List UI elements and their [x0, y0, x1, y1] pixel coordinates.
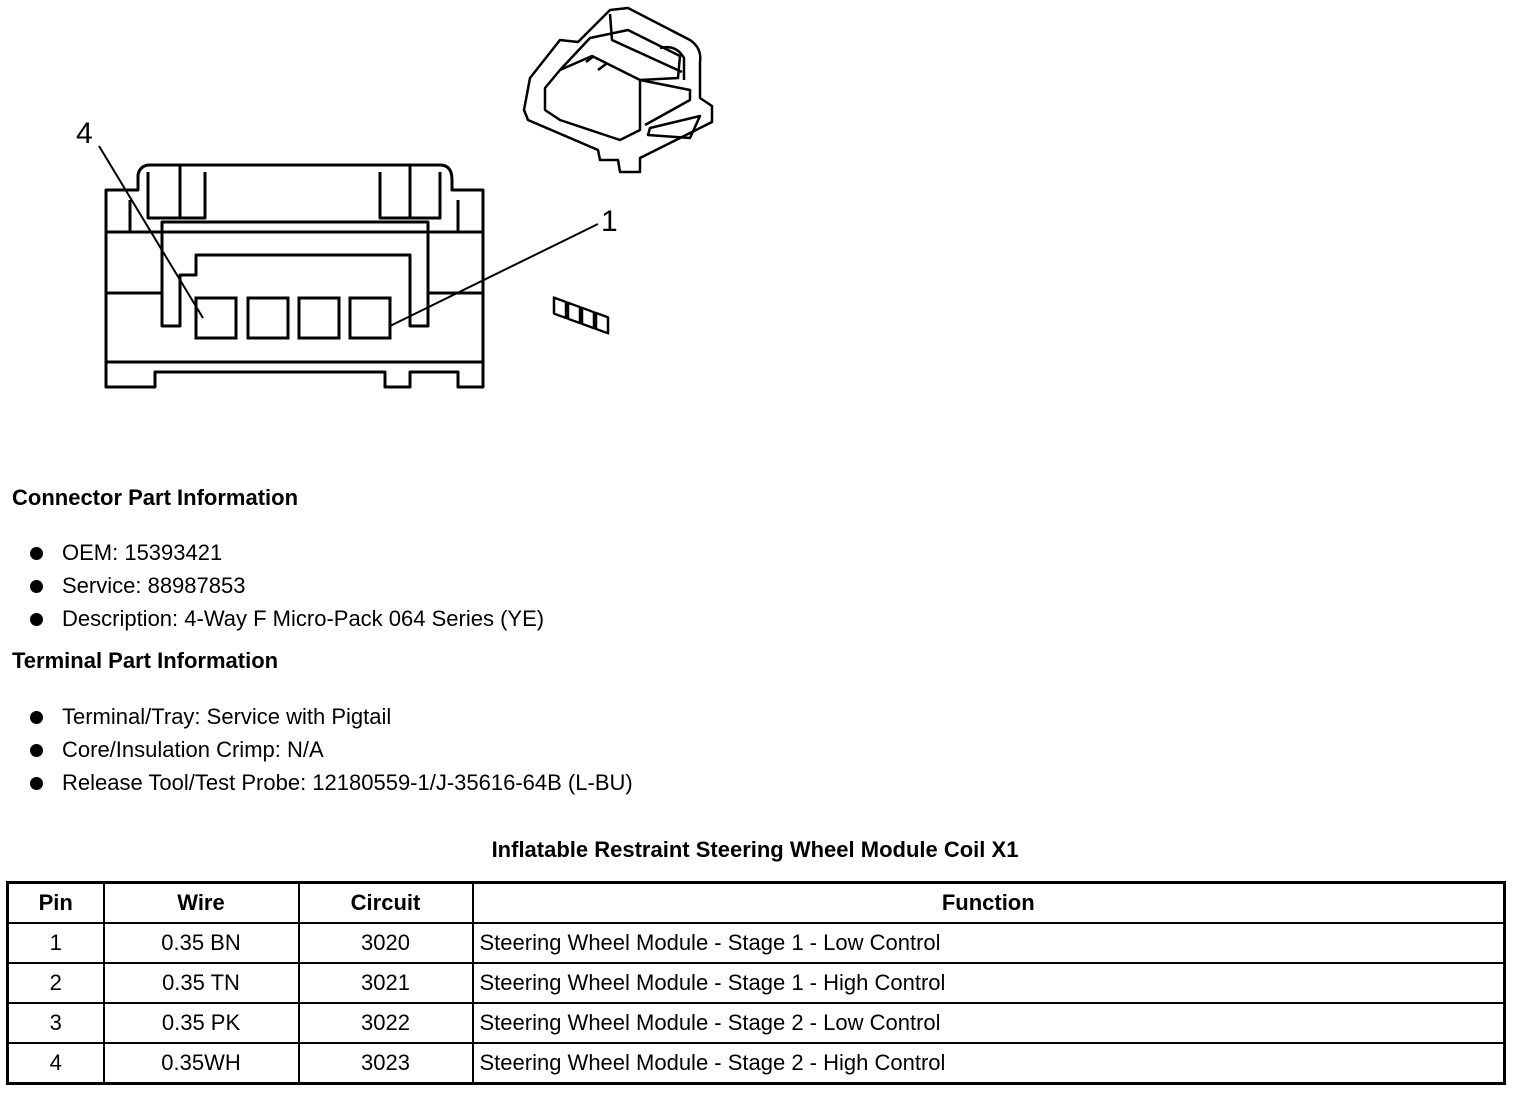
pin-cell: 4	[6, 1042, 105, 1085]
release-tool-test-probe: Release Tool/Test Probe: 12180559-1/J-35…	[62, 770, 633, 795]
column-header-wire: Wire	[102, 881, 300, 924]
circuit-cell: 3020	[297, 922, 474, 964]
leader-line-pin-1	[389, 223, 599, 327]
callout-pin-4: 4	[76, 117, 93, 150]
connector-part-info-heading: Connector Part Information	[12, 485, 299, 510]
function-cell: Steering Wheel Module - Stage 1 - Low Co…	[471, 922, 1506, 964]
bullet-icon	[30, 744, 43, 757]
bullet-icon	[30, 613, 43, 626]
pin-cell: 1	[6, 922, 105, 964]
function-cell: Steering Wheel Module - Stage 2 - Low Co…	[471, 1002, 1506, 1044]
connector-isometric-view	[522, 6, 714, 335]
column-header-pin: Pin	[6, 881, 105, 924]
terminal-cavity-1	[348, 296, 392, 340]
connector-service: Service: 88987853	[62, 573, 246, 598]
terminal-part-info-heading: Terminal Part Information	[12, 648, 279, 673]
connector-body	[104, 163, 485, 389]
function-cell: Steering Wheel Module - Stage 1 - High C…	[471, 962, 1506, 1004]
pin-cell: 3	[6, 1002, 105, 1044]
table-row: 3 0.35 PK 3022 Steering Wheel Module - S…	[6, 1002, 1506, 1044]
column-header-circuit: Circuit	[297, 881, 474, 924]
pin-cell: 2	[6, 962, 105, 1004]
bullet-icon	[30, 711, 43, 724]
core-insulation-crimp: Core/Insulation Crimp: N/A	[62, 737, 324, 762]
connector-diagram: 4 1	[76, 6, 714, 389]
column-header-function: Function	[471, 881, 1506, 924]
terminal-cavity-4	[194, 296, 238, 340]
wire-cell: 0.35 TN	[102, 962, 300, 1004]
leader-line-pin-4	[98, 145, 204, 319]
wire-cell: 0.35 BN	[102, 922, 300, 964]
wire-cell: 0.35WH	[102, 1042, 300, 1085]
circuit-cell: 3022	[297, 1002, 474, 1044]
circuit-cell: 3023	[297, 1042, 474, 1085]
bullet-icon	[30, 580, 43, 593]
connector-description: Description: 4-Way F Micro-Pack 064 Seri…	[62, 606, 545, 631]
terminal-tray: Terminal/Tray: Service with Pigtail	[62, 704, 392, 729]
function-cell: Steering Wheel Module - Stage 2 - High C…	[471, 1042, 1506, 1085]
table-row: 1 0.35 BN 3020 Steering Wheel Module - S…	[6, 922, 1506, 964]
bullet-icon	[30, 547, 43, 560]
circuit-cell: 3021	[297, 962, 474, 1004]
callout-pin-1: 1	[601, 205, 618, 238]
wire-cell: 0.35 PK	[102, 1002, 300, 1044]
terminal-cavity-2	[297, 296, 341, 340]
pin-table: Pin Wire Circuit Function 1 0.35 BN 3020…	[6, 881, 1506, 1085]
cavity-outline	[160, 220, 430, 328]
table-row: 4 0.35WH 3023 Steering Wheel Module - St…	[6, 1042, 1506, 1085]
connector-oem: OEM: 15393421	[62, 540, 223, 565]
table-header-row: Pin Wire Circuit Function	[6, 881, 1506, 924]
terminal-cavity-3	[246, 296, 290, 340]
bullet-icon	[30, 777, 43, 790]
pin-table-title: Inflatable Restraint Steering Wheel Modu…	[491, 837, 1019, 862]
table-row: 2 0.35 TN 3021 Steering Wheel Module - S…	[6, 962, 1506, 1004]
